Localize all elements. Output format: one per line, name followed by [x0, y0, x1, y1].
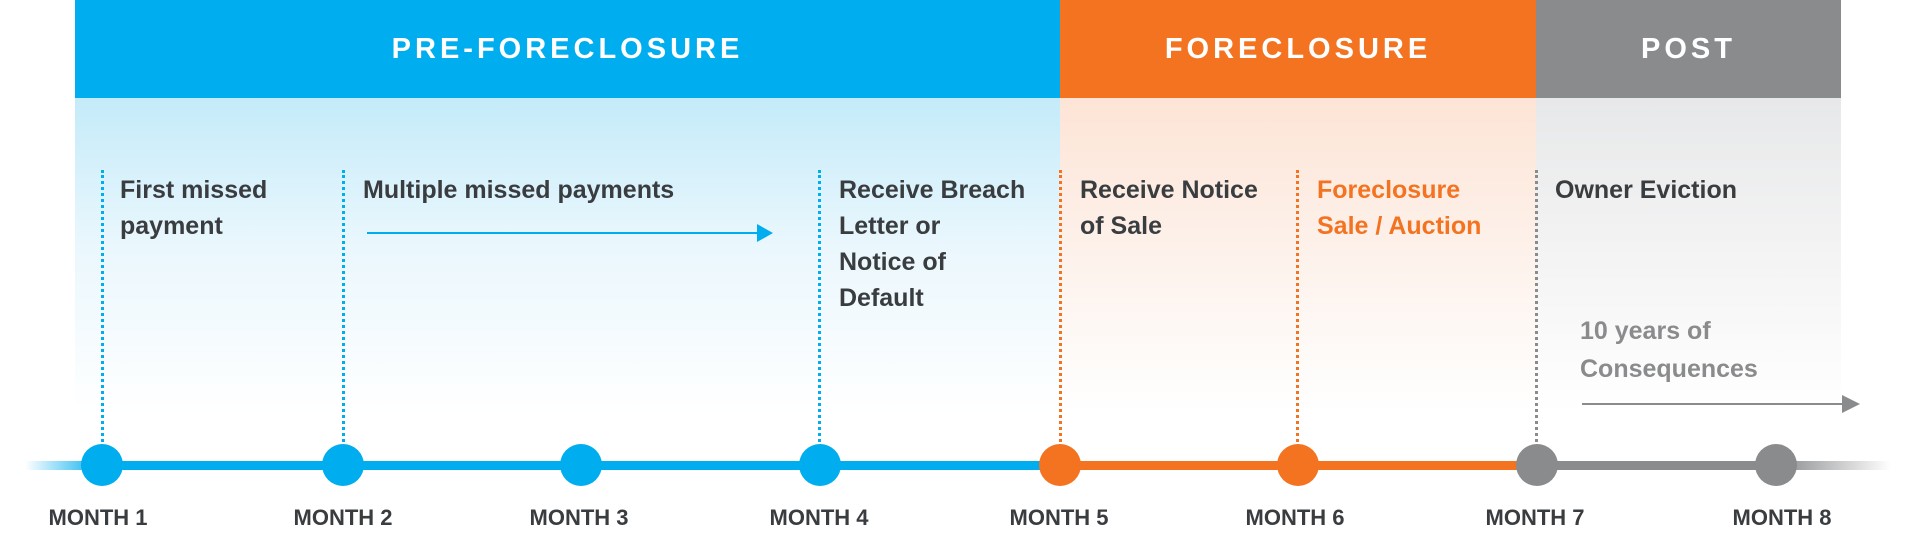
timeline-segment-post	[1536, 461, 1776, 470]
event-marker-line	[342, 170, 345, 465]
month-node	[1755, 444, 1797, 486]
month-node	[799, 444, 841, 486]
event-marker-line	[1535, 170, 1538, 465]
event-marker-line	[101, 170, 104, 465]
arrow-right-icon	[1582, 395, 1860, 413]
event-label-breach-letter: Receive Breach Letter or Notice of Defau…	[839, 176, 1026, 312]
event-marker-line	[818, 170, 821, 465]
month-node	[560, 444, 602, 486]
month-node	[1277, 444, 1319, 486]
timeline-fade-right	[1776, 461, 1891, 470]
event-label-foreclosure-sale: Foreclosure Sale / Auction	[1317, 176, 1482, 240]
month-node	[1039, 444, 1081, 486]
month-label-2: MONTH 2	[293, 505, 393, 530]
event-label-first-missed-payment: First missed payment	[120, 176, 268, 240]
event-label-notice-of-sale: Receive Notice of Sale	[1080, 176, 1258, 240]
month-node	[1516, 444, 1558, 486]
month-label-1: MONTH 1	[48, 505, 148, 530]
month-label-6: MONTH 6	[1245, 505, 1345, 530]
consequences-label: 10 years of Consequences	[1580, 317, 1758, 383]
phase-background-post	[1536, 98, 1841, 468]
phase-label: FORECLOSURE	[1164, 32, 1432, 65]
event-marker-line	[1296, 170, 1299, 465]
month-node	[81, 444, 123, 486]
event-label-multiple-missed-payments: Multiple missed payments	[363, 176, 675, 204]
month-node	[322, 444, 364, 486]
month-label-3: MONTH 3	[529, 505, 629, 530]
phase-background-pre-foreclosure	[75, 98, 1060, 468]
month-label-7: MONTH 7	[1485, 505, 1585, 530]
month-label-5: MONTH 5	[1009, 505, 1109, 530]
phase-header-pre-foreclosure: PRE-FORECLOSURE	[75, 0, 1060, 98]
arrow-right-icon	[367, 224, 773, 242]
month-label-4: MONTH 4	[769, 505, 869, 530]
event-marker-line	[1059, 170, 1062, 465]
phase-header-foreclosure: FORECLOSURE	[1060, 0, 1536, 98]
phase-label: POST	[1641, 32, 1736, 65]
phase-header-post: POST	[1536, 0, 1841, 98]
month-label-8: MONTH 8	[1732, 505, 1832, 530]
phase-label: PRE-FORECLOSURE	[391, 32, 744, 65]
timeline-fade-left	[25, 461, 105, 470]
event-label-owner-eviction: Owner Eviction	[1555, 176, 1737, 204]
